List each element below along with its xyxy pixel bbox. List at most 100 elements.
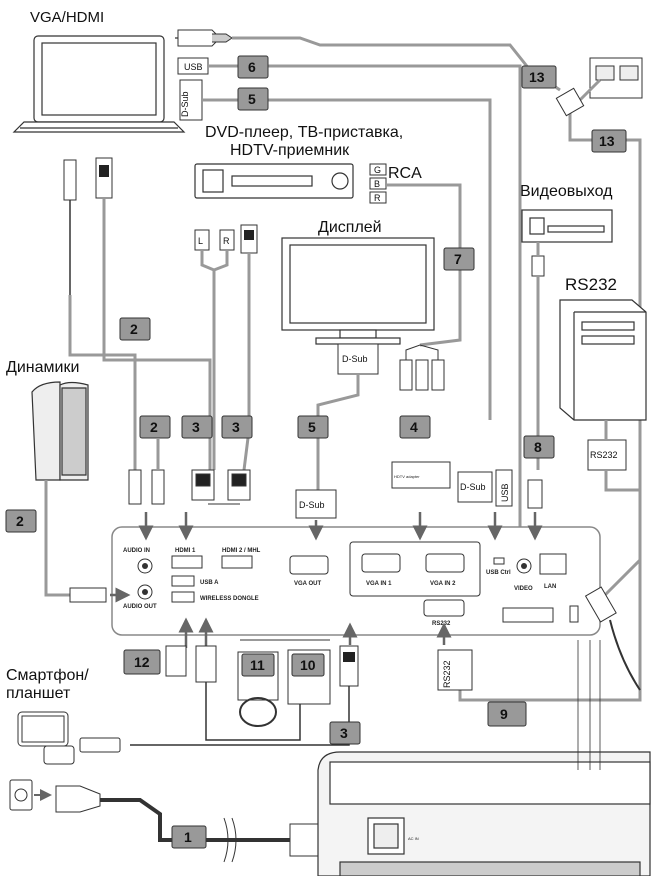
svg-text:2: 2 (16, 513, 24, 529)
panel-rs232: RS232 (432, 621, 451, 627)
svg-text:4: 4 (410, 419, 418, 435)
panel-lan: LAN (544, 584, 556, 590)
svg-text:3: 3 (192, 419, 200, 435)
hdmi-plug-laptop (95, 157, 113, 199)
cable-2c (44, 480, 70, 597)
panel-vga-out: VGA OUT (294, 581, 321, 587)
plugs-above-panel (128, 438, 543, 519)
svg-text:B: B (374, 179, 380, 189)
panel-vga-in2: VGA IN 2 (430, 581, 456, 587)
dsub-plug-label: D-Sub (180, 91, 190, 117)
tablet (17, 711, 121, 765)
badge-3-bottom: 3 (329, 721, 361, 745)
wireless-dongle-12: 12 (123, 645, 187, 677)
label-video-out: Видеовыход (520, 183, 613, 200)
cable-3a (102, 198, 212, 470)
svg-text:6: 6 (248, 59, 256, 75)
projector-ac-in: AC IN (408, 836, 419, 841)
panel-hdmi1: HDMI 1 (175, 548, 196, 554)
svg-text:RS232: RS232 (590, 450, 618, 460)
badge-6: 6 (237, 55, 269, 79)
label-rca: RCA (388, 165, 422, 182)
dongle-10: 10 (287, 649, 331, 705)
svg-text:D-Sub: D-Sub (342, 354, 368, 364)
svg-text:5: 5 (248, 91, 256, 107)
svg-text:9: 9 (500, 706, 508, 722)
dsub-display-connector: D-Sub (316, 343, 379, 490)
badge-4: 4 (399, 415, 431, 439)
panel-usb-ctrl: USB Ctrl (486, 570, 511, 576)
badge-13-top: 13 (521, 65, 557, 89)
svg-text:13: 13 (599, 133, 615, 149)
label-smartphone-line2: планшет (6, 685, 71, 702)
svg-text:11: 11 (250, 657, 265, 673)
projector-body (317, 751, 651, 876)
video-out-device (521, 209, 613, 243)
label-dvd-line2: HDTV-приемник (230, 142, 350, 159)
panel-audio-in: AUDIO IN (123, 548, 150, 554)
top-cables: USB D-Sub (175, 29, 561, 560)
svg-text:L: L (198, 236, 203, 246)
audio-out-plug (69, 587, 107, 603)
svg-text:10: 10 (300, 657, 316, 673)
badge-1: 1 (171, 825, 207, 849)
laptop (12, 35, 186, 133)
panel-arrows (110, 512, 543, 648)
hdtv-adapter-label: HDTV adapter (394, 474, 420, 479)
svg-text:R: R (223, 236, 230, 246)
cable-break-mark (223, 817, 237, 863)
svg-text:2: 2 (130, 321, 138, 337)
badge-5-top: 5 (237, 87, 269, 111)
badge-5-mid: 5 (297, 415, 329, 439)
label-speakers: Динамики (6, 359, 79, 376)
dvd-player (194, 163, 354, 199)
usb-6-label: USB (500, 483, 510, 502)
svg-text:8: 8 (534, 439, 542, 455)
badge-2-laptop: 2 (119, 317, 151, 341)
svg-text:3: 3 (232, 419, 240, 435)
panel-vga-in1: VGA IN 1 (366, 581, 392, 587)
panel-audio-out: AUDIO OUT (123, 604, 157, 610)
badge-13-right: 13 (591, 129, 627, 153)
svg-text:13: 13 (529, 69, 545, 85)
speakers (31, 381, 89, 481)
projector-panel: AUDIO IN AUDIO OUT HDMI 1 HDMI 2 / MHL U… (111, 526, 601, 636)
panel-wireless-dongle: WIRELESS DONGLE (200, 596, 259, 602)
usb-plug-label: USB (184, 62, 203, 72)
svg-text:G: G (374, 165, 381, 175)
badge-3-b: 3 (221, 415, 253, 439)
svg-text:3: 3 (340, 725, 348, 741)
svg-text:12: 12 (134, 654, 150, 670)
rs232-top-connector: RS232 (458, 420, 642, 702)
svg-text:RS232: RS232 (442, 660, 452, 688)
svg-text:2: 2 (150, 419, 158, 435)
label-display: Дисплей (318, 219, 382, 236)
badge-8: 8 (523, 435, 555, 459)
panel-video: VIDEO (514, 586, 533, 592)
component-plugs (399, 344, 445, 391)
svg-text:7: 7 (454, 251, 462, 267)
dongle-11: 11 (237, 651, 279, 727)
monitor (281, 237, 435, 345)
dsub-5-label: D-Sub (299, 500, 325, 510)
usb-cable-bottom (195, 645, 301, 741)
badge-7: 7 (443, 247, 475, 271)
label-dvd-line1: DVD-плеер, ТВ-приставка, (205, 124, 403, 141)
svg-text:R: R (374, 193, 381, 203)
audio-plug-laptop (63, 159, 77, 201)
dsub-6-label: D-Sub (460, 482, 486, 492)
badge-3-a: 3 (181, 415, 213, 439)
label-rs232-pc: RS232 (565, 275, 617, 294)
panel-usb-a: USB A (200, 580, 219, 586)
badge-2-speakers: 2 (5, 509, 37, 533)
label-smartphone-line1: Смартфон/ (6, 667, 89, 684)
label-vga-hdmi: VGA/HDMI (30, 9, 104, 26)
svg-text:1: 1 (184, 829, 192, 845)
dvd-audio-plugs: L R (194, 224, 258, 471)
panel-hdmi2: HDMI 2 / MHL (222, 548, 261, 554)
pc-tower (559, 299, 647, 421)
svg-text:5: 5 (308, 419, 316, 435)
lan-cable (584, 586, 641, 691)
rs232-bottom-connector: RS232 9 (437, 649, 527, 727)
